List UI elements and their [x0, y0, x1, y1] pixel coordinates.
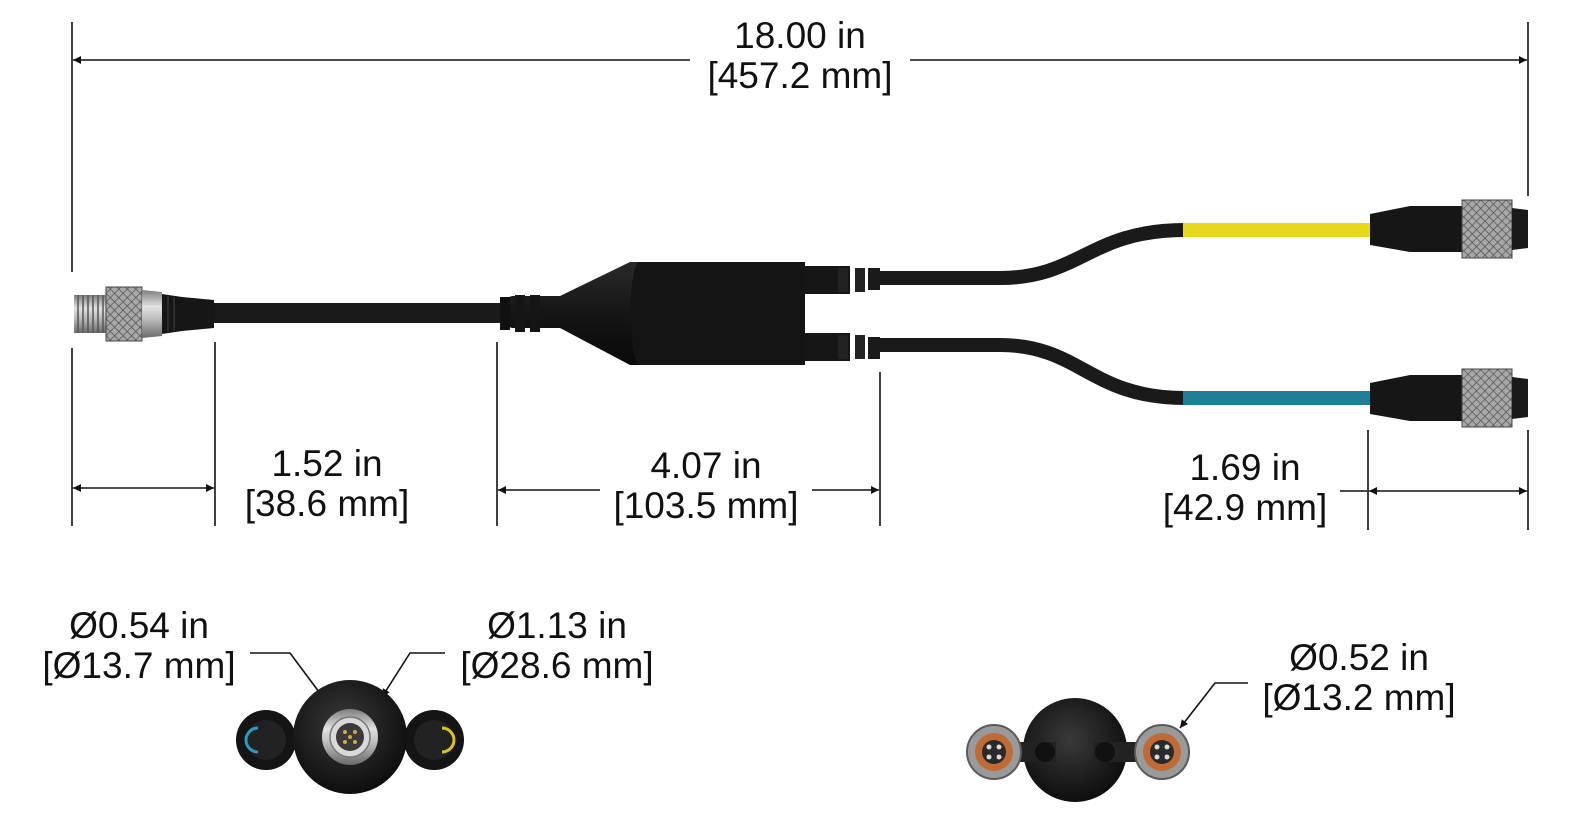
splitter-diameter-label: Ø1.13 in [Ø28.6 mm] [448, 606, 666, 686]
end-length-in: 1.69 in [1189, 447, 1301, 488]
overall-length-label: 18.00 in [457.2 mm] [690, 16, 910, 96]
blue-cable-jacket [1183, 391, 1370, 405]
female-connector-top [1370, 199, 1528, 259]
splitter-body [500, 262, 880, 365]
connector-length-in: 1.52 in [271, 443, 383, 484]
side-view [74, 199, 1528, 428]
end-view-female [966, 698, 1190, 802]
female-connector-bottom [1370, 368, 1528, 428]
overall-length-mm: [457.2 mm] [707, 55, 893, 96]
connector-diameter-mm: [Ø13.7 mm] [42, 645, 236, 686]
blue-leg-cable-black [880, 338, 1186, 405]
end-view-male [236, 680, 464, 794]
connector-diameter-in: Ø0.54 in [69, 605, 209, 646]
connector-length-label: 1.52 in [38.6 mm] [232, 444, 422, 524]
yellow-leg-cable-black [880, 223, 1186, 285]
splitter-diameter-in: Ø1.13 in [487, 605, 627, 646]
main-cable [214, 303, 504, 323]
yellow-cable-jacket [1183, 223, 1370, 237]
splitter-length-label: 4.07 in [103.5 mm] [600, 446, 812, 526]
splitter-length-in: 4.07 in [650, 445, 762, 486]
connector-diameter-label: Ø0.54 in [Ø13.7 mm] [30, 606, 248, 686]
splitter-diameter-mm: [Ø28.6 mm] [460, 645, 654, 686]
end-length-label: 1.69 in [42.9 mm] [1150, 448, 1340, 528]
end-diameter-in: Ø0.52 in [1289, 637, 1429, 678]
connector-length-mm: [38.6 mm] [244, 483, 410, 524]
end-length-mm: [42.9 mm] [1162, 487, 1328, 528]
dimension-lines [71, 22, 1529, 729]
end-diameter-mm: [Ø13.2 mm] [1262, 677, 1456, 718]
end-diameter-label: Ø0.52 in [Ø13.2 mm] [1250, 638, 1468, 718]
overall-length-in: 18.00 in [734, 15, 866, 56]
male-connector [74, 286, 214, 342]
splitter-length-mm: [103.5 mm] [613, 485, 799, 526]
